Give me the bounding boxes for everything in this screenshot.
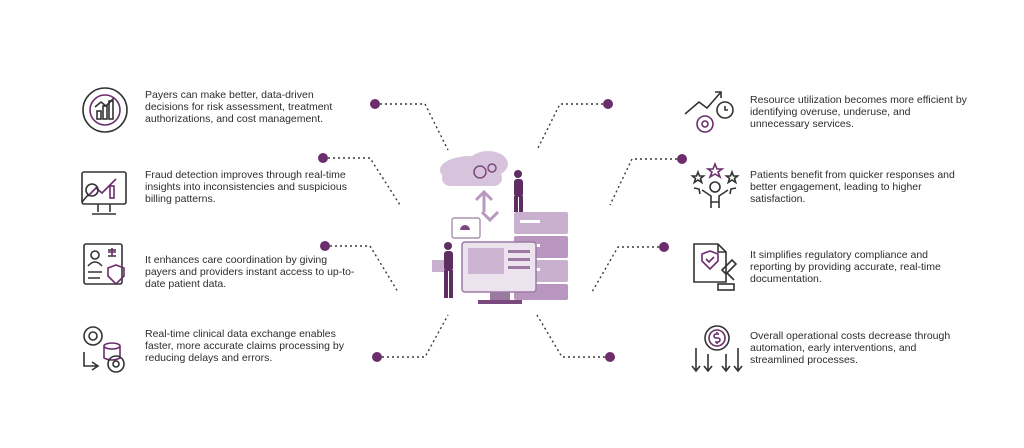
cloud-icon	[440, 151, 508, 186]
left-item-3-text: It enhances care coordination by giving …	[145, 254, 355, 291]
connector-dot	[659, 242, 669, 252]
connector-left-1	[375, 103, 449, 151]
connector-dot	[320, 241, 330, 251]
connector-dot	[370, 99, 380, 109]
data-analytics-icon	[78, 83, 132, 137]
monitor	[461, 241, 537, 304]
connector-left-4	[377, 314, 449, 358]
connector-dot	[372, 352, 382, 362]
connector-dot	[605, 352, 615, 362]
right-item-1-text: Resource utilization becomes more effici…	[750, 94, 967, 131]
right-item-4-text: Overall operational costs decrease throu…	[750, 330, 951, 367]
connector-dot	[318, 153, 328, 163]
data-exchange-icon	[78, 322, 132, 376]
cost-decrease-icon	[690, 322, 744, 376]
left-item-1-text: Payers can make better, data-driven deci…	[145, 89, 333, 126]
left-item-4-text: Real-time clinical data exchange enables…	[145, 328, 344, 365]
connector-right-1	[536, 103, 608, 151]
connector-right-4	[536, 314, 610, 358]
connector-left-2	[323, 157, 401, 206]
person-figure	[432, 170, 523, 298]
fraud-detection-icon	[78, 168, 132, 222]
patient-record-icon	[78, 238, 132, 292]
connector-dot	[603, 99, 613, 109]
right-item-3-text: It simplifies regulatory compliance and …	[750, 249, 941, 286]
connector-right-3	[591, 246, 664, 293]
right-item-2-text: Patients benefit from quicker responses …	[750, 169, 955, 206]
connector-left-3	[325, 245, 399, 293]
patient-satisfaction-icon	[688, 160, 742, 214]
connector-dot	[677, 154, 687, 164]
connector-right-2	[609, 158, 682, 206]
resource-utilization-icon	[683, 84, 737, 138]
compliance-icon	[688, 240, 742, 294]
central-illustration	[418, 150, 598, 310]
left-item-2-text: Fraud detection improves through real-ti…	[145, 169, 347, 206]
